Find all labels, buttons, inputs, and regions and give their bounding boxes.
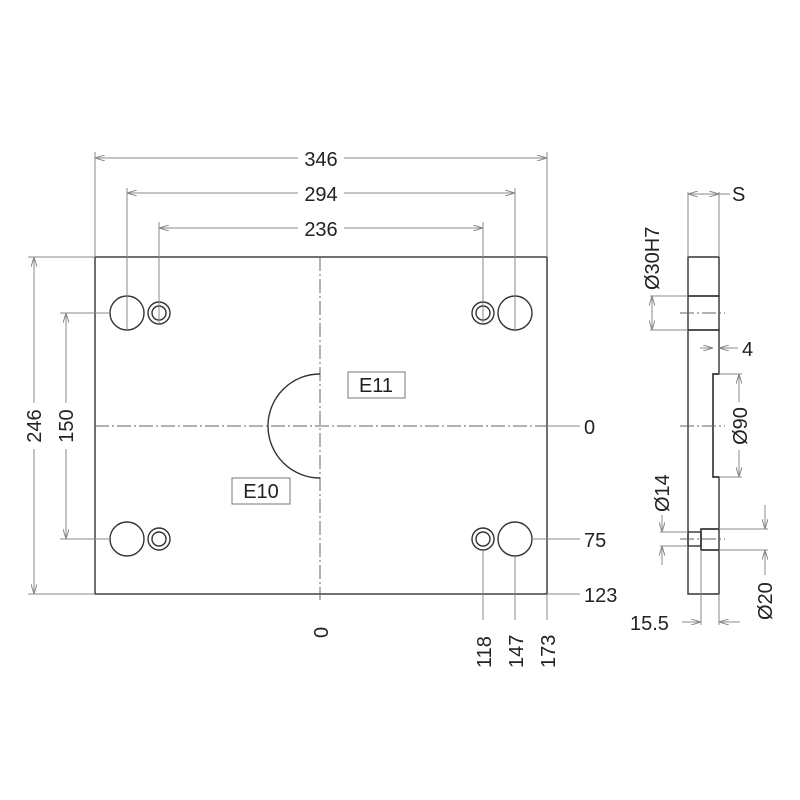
extension-lines [28,152,580,620]
dim-counterbore-depth: 15.5 [630,613,669,635]
coord-y-75: 75 [584,530,606,552]
semicircle-cutout [267,373,321,479]
coord-x-0: 0 [311,627,333,638]
dim-bore: Ø30H7 [642,227,664,290]
coord-y-0: 0 [584,417,595,439]
label-e10: E10 [243,481,279,503]
coord-x-173: 173 [538,635,560,668]
coord-x-118: 118 [474,636,496,668]
small-hole-inner [475,531,491,547]
dim-width-overall: 346 [304,149,337,171]
large-hole [497,521,533,557]
small-hole [471,527,495,551]
dim-recess-depth: 4 [742,339,753,361]
large-hole [109,521,145,557]
dim-height-holes: 150 [56,409,78,442]
side-view: S Ø30H7 4 Ø90 Ø14 Ø20 15.5 [630,184,777,635]
small-hole-inner [151,531,167,547]
label-e11-box [347,371,406,399]
dimension-lines [34,158,547,594]
front-view: 346 294 236 246 150 E11 E10 0 75 123 0 1… [22,146,617,668]
small-hole [147,527,171,551]
dim-thickness: S [732,184,745,206]
coord-y-123: 123 [584,585,617,607]
label-e11: E11 [359,375,393,397]
dim-width-small-holes: 236 [304,219,337,241]
dim-hole: Ø14 [652,474,674,512]
dim-recess-dia: Ø90 [730,407,752,445]
coord-x-147: 147 [506,635,528,668]
label-e10-box [231,477,291,505]
dim-width-large-holes: 294 [304,184,337,206]
side-dimension-lines [650,192,768,625]
dim-height-overall: 246 [24,409,46,442]
dim-counterbore: Ø20 [755,582,777,620]
